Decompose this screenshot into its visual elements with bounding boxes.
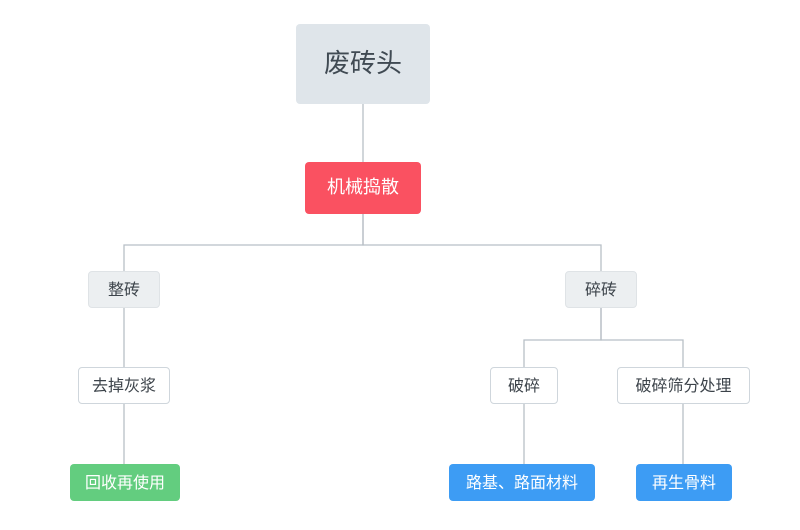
node-lujilumiancailiao[interactable]: 路基、路面材料 bbox=[449, 464, 595, 501]
node-zaishenggulia-label: 再生骨料 bbox=[651, 472, 716, 492]
node-suizhuan[interactable]: 碎砖 bbox=[565, 271, 637, 308]
edge-suizhuan-to-posuishaifen bbox=[600, 308, 684, 367]
node-qudiaohuijiang[interactable]: 去掉灰浆 bbox=[78, 367, 170, 404]
node-suizhuan-label: 碎砖 bbox=[584, 279, 617, 299]
node-lujilumiancailiao-label: 路基、路面材料 bbox=[465, 472, 578, 492]
node-posui-label: 破碎 bbox=[507, 375, 540, 395]
node-jixiedaosan[interactable]: 机械捣散 bbox=[305, 162, 421, 214]
edge-jixiedaosan-to-zhengzhuan bbox=[123, 214, 364, 271]
node-jixiedaosan-label: 机械捣散 bbox=[327, 177, 399, 198]
node-huishouzaishiyong-label: 回收再使用 bbox=[84, 472, 165, 492]
node-posuishaifenchuli-label: 破碎筛分处理 bbox=[635, 375, 732, 395]
node-feizhuantou-label: 废砖头 bbox=[323, 49, 402, 79]
node-huishouzaishiyong[interactable]: 回收再使用 bbox=[70, 464, 180, 501]
edge-jixiedaosan-to-suizhuan bbox=[362, 214, 602, 271]
node-feizhuantou[interactable]: 废砖头 bbox=[296, 24, 430, 104]
node-posui[interactable]: 破碎 bbox=[490, 367, 558, 404]
node-posuishaifenchuli[interactable]: 破碎筛分处理 bbox=[617, 367, 750, 404]
edge-suizhuan-to-posui bbox=[523, 308, 602, 367]
node-zhengzhuan[interactable]: 整砖 bbox=[88, 271, 160, 308]
node-qudiaohuijiang-label: 去掉灰浆 bbox=[91, 375, 156, 395]
node-zhengzhuan-label: 整砖 bbox=[107, 279, 140, 299]
node-zaishenggulia[interactable]: 再生骨料 bbox=[636, 464, 732, 501]
